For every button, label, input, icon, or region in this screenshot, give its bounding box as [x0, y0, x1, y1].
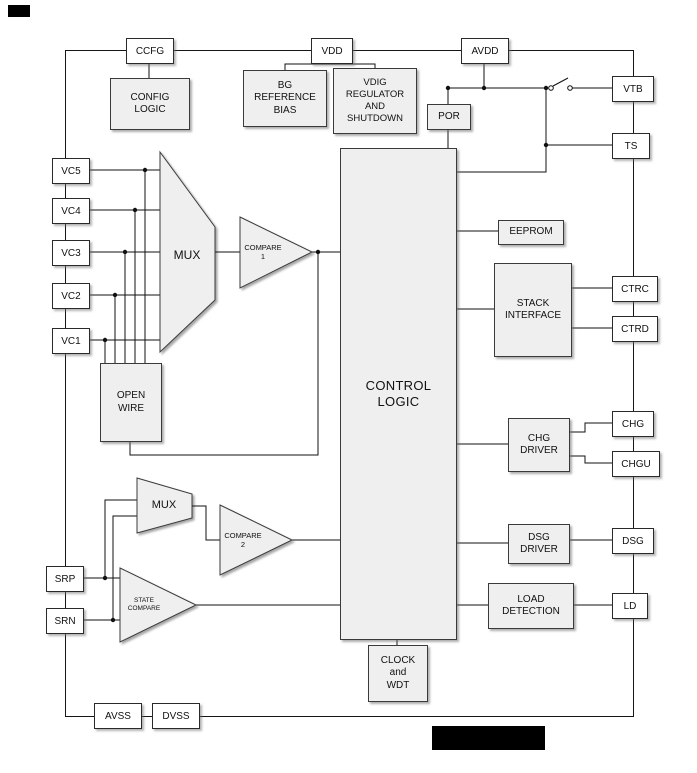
vdig-regulator-block: VDIG REGULATOR AND SHUTDOWN: [333, 68, 417, 134]
pin-ccfg: CCFG: [126, 38, 174, 64]
pin-dvss: DVSS: [152, 703, 200, 729]
state-compare-label: STATE COMPARE: [127, 597, 161, 612]
pin-srn: SRN: [46, 608, 84, 634]
pin-vc2: VC2: [52, 283, 90, 309]
por-block: POR: [427, 104, 471, 130]
wire-vc2: [88, 294, 160, 363]
wire-vc4: [88, 209, 160, 363]
redacted-watermark: [432, 726, 545, 750]
wire-vc1: [88, 339, 160, 363]
mux-bottom-label: MUX: [151, 499, 177, 512]
load-detection-block: LOAD DETECTION: [488, 583, 574, 629]
compare1-shape: [239, 216, 314, 289]
pin-dsg: DSG: [612, 528, 654, 554]
switch-terminals: [548, 85, 573, 91]
wire-chg: [568, 422, 612, 433]
pin-avdd: AVDD: [461, 38, 509, 64]
pin-vc5: VC5: [52, 158, 90, 184]
switch-terminal-left: [548, 85, 554, 91]
eeprom-block: EEPROM: [498, 220, 564, 245]
pin-ld: LD: [612, 593, 648, 619]
pin-vc1: VC1: [52, 328, 90, 354]
open-wire-block: OPEN WIRE: [100, 363, 162, 442]
mux-bottom-shape: [136, 477, 193, 534]
pin-srp: SRP: [46, 566, 84, 592]
pin-ctrc: CTRC: [612, 276, 658, 302]
switch-blade: [552, 77, 569, 87]
switch-terminal-right: [567, 85, 573, 91]
control-logic-block: CONTROL LOGIC: [340, 148, 457, 640]
pin-vc4: VC4: [52, 198, 90, 224]
compare2-shape: [219, 504, 294, 576]
state-compare-shape: [119, 567, 198, 643]
wire-vc3: [88, 251, 160, 363]
pin-avss: AVSS: [94, 703, 142, 729]
pin-ctrd: CTRD: [612, 316, 658, 342]
bg-reference-bias-block: BG REFERENCE BIAS: [243, 70, 327, 127]
pin-ts: TS: [612, 133, 650, 159]
compare1-label: COMPARE 1: [244, 243, 282, 261]
wire-chgu: [568, 455, 612, 464]
stack-interface-block: STACK INTERFACE: [494, 263, 572, 357]
dsg-driver-block: DSG DRIVER: [508, 524, 570, 564]
wire-open-wire-route: [129, 252, 319, 456]
wire-mux2-out: [192, 505, 220, 541]
chg-driver-block: CHG DRIVER: [508, 418, 570, 472]
mux-top-label: MUX: [173, 247, 201, 262]
wire-srp: [82, 499, 137, 579]
compare2-label: COMPARE 2: [224, 531, 262, 549]
pin-vdd: VDD: [311, 38, 353, 64]
config-logic-block: CONFIG LOGIC: [110, 78, 190, 130]
pin-vtb: VTB: [612, 76, 654, 102]
wire-vc5: [88, 169, 160, 363]
junction-dots: [102, 85, 549, 623]
pin-chg: CHG: [612, 411, 654, 437]
corner-mark: [8, 5, 30, 17]
mux-top-shape: [159, 150, 216, 354]
clock-wdt-block: CLOCK and WDT: [368, 645, 428, 702]
wire-avdd: [447, 62, 547, 173]
pin-vc3: VC3: [52, 240, 90, 266]
pin-chgu: CHGU: [612, 451, 660, 477]
